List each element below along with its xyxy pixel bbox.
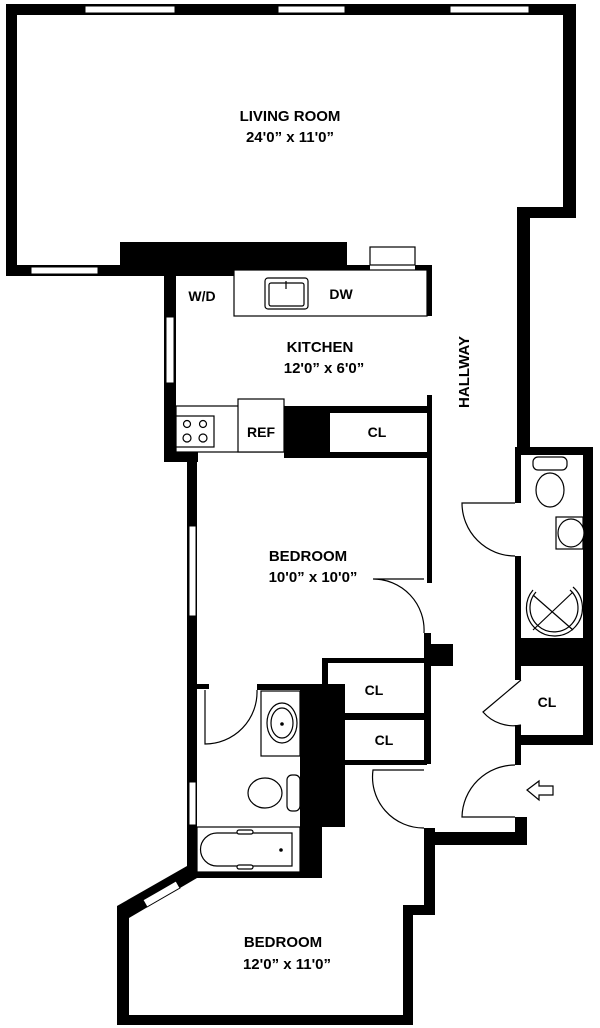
washer-dryer-label: W/D [188, 288, 215, 304]
entry-door [461, 764, 516, 818]
closet-bedroom-upper-label: CL [365, 682, 384, 698]
bath-2-door [204, 689, 258, 745]
bathroom-sink-icon-bath-1 [555, 516, 585, 550]
living-room-name: LIVING ROOM [240, 108, 341, 125]
chimney-box [369, 246, 416, 266]
kitchen-dims: 12'0” x 6'0” [284, 360, 365, 377]
shower-icon [525, 586, 584, 637]
toilet-icon [247, 774, 301, 812]
hallway-label: HALLWAY [456, 336, 473, 408]
bedroom-1-name: BEDROOM [269, 548, 347, 565]
stove-icon [175, 415, 215, 448]
refrigerator [237, 398, 285, 453]
hall-closet-door [482, 679, 522, 727]
bedroom-1-door [372, 578, 425, 634]
bedroom-1-dims: 10'0” x 10'0” [269, 569, 358, 586]
bath-1-door [461, 502, 516, 557]
living-room-dims: 24'0” x 11'0” [246, 129, 334, 146]
bedroom-2-dims: 12'0” x 11'0” [243, 956, 331, 973]
toilet-icon-bath-1 [532, 456, 568, 508]
closet-bedroom-lower-label: CL [375, 732, 394, 748]
sink-icon [264, 277, 309, 310]
bedroom-2-door [371, 769, 425, 829]
bathroom-sink-icon [260, 690, 301, 757]
dishwasher-label: DW [329, 286, 353, 302]
closet-hall-label: CL [538, 694, 557, 710]
windows [30, 5, 530, 908]
entry-arrow-icon [526, 779, 554, 802]
bedroom-2-name: BEDROOM [244, 934, 322, 951]
doors [204, 502, 522, 829]
refrigerator-label: REF [247, 424, 275, 440]
closet-kitchen-label: CL [368, 424, 387, 440]
bathtub-icon [196, 826, 301, 873]
kitchen-name: KITCHEN [287, 339, 354, 356]
